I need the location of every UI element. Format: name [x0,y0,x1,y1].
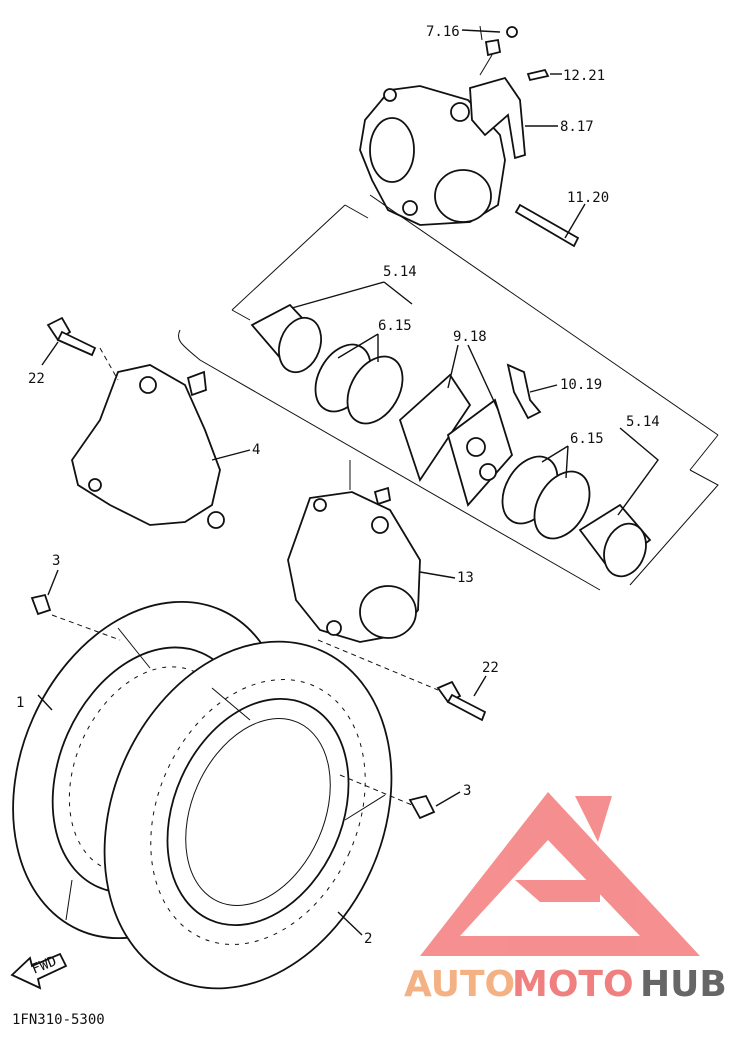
callout-9-18: 9.18 [453,329,487,345]
callout-13: 13 [457,570,474,586]
callout-6-15-right: 6.15 [570,431,604,447]
pin-12 [526,68,550,82]
piston-5-right [578,503,652,578]
callout-1: 1 [16,695,24,711]
bolt-22-mid [436,680,487,722]
watermark-text-auto: AUTO [404,964,515,1005]
callout-5-14-right: 5.14 [626,414,660,430]
caliper-13 [287,486,421,643]
bolt-3-left [30,593,52,616]
brake-disc-2 [103,640,393,990]
callout-10-19: 10.19 [560,377,602,393]
leader-lines [37,29,659,936]
callout-7-16: 7.16 [426,24,460,40]
caliper-4 [71,364,225,529]
callout-3-right: 3 [463,783,471,799]
callout-22-mid: 22 [482,660,499,676]
callout-3-left: 3 [52,553,60,569]
watermark-text-hub: HUB [640,964,727,1005]
bleed-screw-7 [479,26,518,76]
callout-12-21: 12.21 [563,68,605,84]
seal-6-top [314,343,404,425]
watermark-text-moto: MOTO [512,964,634,1005]
pad-support-8 [469,76,526,160]
callout-2: 2 [364,931,372,947]
bolt-3-right [408,794,436,820]
callout-4: 4 [252,442,260,458]
callout-8-17: 8.17 [560,119,594,135]
callout-6-15-top: 6.15 [378,318,412,334]
bolt-22-left [46,316,97,357]
callout-11-20: 11.20 [567,190,609,206]
caliper-body-top [359,85,506,226]
callout-22-left: 22 [28,371,45,387]
diagram-code: 1FN310-5300 [12,1012,105,1028]
fwd-arrow-icon [10,952,68,990]
pad-pin-11 [514,203,580,248]
callout-5-14-top: 5.14 [383,264,417,280]
brake-pads-9 [398,373,514,507]
watermark-logo [420,792,700,956]
seal-6-right [501,455,591,540]
piston-5-top [250,303,322,374]
pad-spring-10 [506,363,542,420]
guide-lines [51,25,719,806]
